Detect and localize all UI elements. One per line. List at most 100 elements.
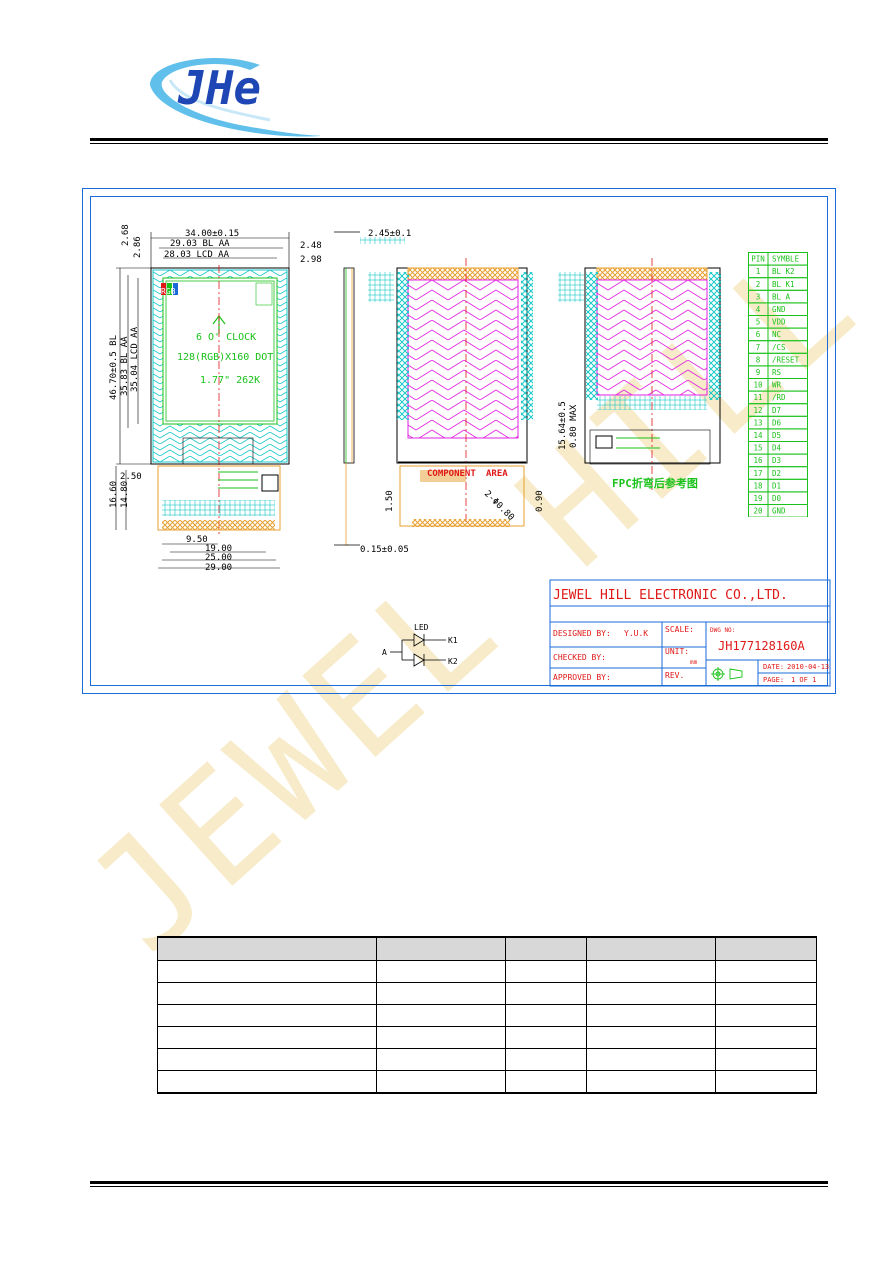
dim-bl-aa-w: 29.03 BL AA [170, 239, 230, 249]
pin-number: 14 [753, 431, 763, 440]
pin-row [748, 504, 808, 517]
pin-symbol: /CS [772, 343, 786, 352]
led-k1-label: K1 [448, 636, 458, 645]
pin-symbol: SYMBLE [772, 255, 800, 264]
pin-number: 7 [756, 343, 761, 352]
table-row [157, 1070, 817, 1094]
dwg-no-label: DWG NO: [710, 627, 735, 634]
header-rule-thin [90, 143, 828, 144]
dim-right-2: 2.98 [300, 255, 322, 265]
rev-label: REV. [665, 671, 684, 680]
pin-symbol: /RESET [772, 355, 800, 364]
front-dimensions [115, 232, 290, 569]
pin-number: 10 [753, 381, 763, 390]
back-view [368, 258, 533, 527]
table-row [157, 1026, 817, 1049]
table-row [157, 1048, 817, 1071]
table-row [157, 960, 817, 983]
dim-fpc-h1: 16.60 [109, 481, 119, 508]
company-logo: JHe [150, 57, 321, 137]
pin-number: 18 [753, 481, 763, 490]
dim-fpc-h2: 14.80 [120, 481, 130, 508]
header-cell [505, 936, 587, 961]
date-value: 2010-04-13 [787, 663, 829, 671]
pin-symbol: D7 [772, 406, 781, 415]
dim-lcd-aa-w: 28.03 LCD AA [164, 250, 230, 260]
dim-pitch-c: 25.00 [205, 553, 232, 563]
resolution-label: 128(RGB)X160 DOT [177, 352, 273, 363]
dim-gap: 0.90 [535, 490, 545, 512]
pin-number: 6 [756, 330, 761, 339]
drawing-frame [82, 188, 836, 694]
pin-number: 8 [756, 355, 761, 364]
pin-number: 2 [756, 280, 761, 289]
pin-number: 19 [753, 494, 762, 503]
approved-by-label: APPROVED BY: [553, 673, 611, 682]
spec-table-header [157, 936, 817, 961]
led-k2-label: K2 [448, 657, 458, 666]
led-a-label: A [382, 648, 387, 657]
header-rule [90, 138, 828, 141]
dim-pitch-d: 29.00 [205, 563, 232, 573]
pin-number: 15 [753, 444, 762, 453]
dim-bend-h: 15.64±0.5 [558, 401, 568, 450]
bent-view [558, 258, 721, 490]
led-schematic [390, 633, 446, 667]
dim-right-1: 2.48 [300, 241, 322, 251]
dim-thickness: 2.45±0.1 [368, 229, 411, 239]
dim-left-2: 2.86 [133, 236, 143, 258]
pin-number: 3 [756, 292, 761, 301]
dim-outline-w: 34.00±0.15 [185, 229, 239, 239]
company-name: JEWEL HILL ELECTRONIC CO.,LTD. [553, 588, 788, 603]
dim-stiff-h: 1.50 [385, 490, 395, 512]
led-label: LED [414, 623, 429, 632]
dwg-no-value: JH177128160A [718, 639, 805, 653]
dim-left-1: 2.68 [121, 224, 131, 246]
dim-holes: 2-Φ0.80 [482, 489, 516, 523]
designed-by-label: DESIGNED BY: [553, 629, 611, 638]
designed-by-value: Y.U.K [624, 629, 648, 638]
table-row [157, 1004, 817, 1027]
logo-text: JHe [177, 61, 261, 115]
pin-symbol: D1 [772, 481, 781, 490]
pin-symbol: BL K1 [772, 280, 795, 289]
pin-symbol: D0 [772, 494, 782, 503]
spec-table [157, 936, 817, 1094]
bend-note: FPC折弯后参考图 [612, 476, 698, 490]
rgb-label: RGB [161, 287, 176, 296]
scale-label: SCALE: [665, 625, 694, 634]
table-row [157, 982, 817, 1005]
component-label: COMPONENT [427, 469, 476, 479]
pin-number: 11 [753, 393, 762, 402]
page-value: 1 OF 1 [791, 676, 816, 684]
front-view: RGB 6 O' CLOCK 128(RGB)X160 DOT 1.77" 26… [150, 265, 290, 535]
pin-number: 4 [756, 305, 761, 314]
pin-number: 1 [756, 267, 761, 276]
pin-number: 5 [756, 318, 761, 327]
header-cell [715, 936, 817, 961]
footer-rule-thin [90, 1186, 828, 1187]
pin-symbol: BL A [772, 292, 791, 301]
pin-number: 9 [756, 368, 761, 377]
pin-number: 12 [753, 406, 762, 415]
dim-bl-aa-h: 35.83 BL AA [120, 336, 130, 396]
dim-pitch-b: 19.00 [205, 544, 232, 554]
pin-symbol: GND [772, 507, 786, 516]
pin-symbol: NC [772, 330, 781, 339]
title-block [549, 579, 831, 687]
dim-lcd-aa-h: 35.04 LCD AA [130, 326, 140, 392]
pin-symbol: VDD [772, 318, 786, 327]
date-label: DATE: [763, 663, 784, 671]
dim-fpc-thick: 0.15±0.05 [360, 545, 409, 555]
side-view [334, 231, 405, 546]
dim-pitch-a: 9.50 [186, 535, 208, 545]
unit-value: mm [690, 659, 698, 666]
pin-symbol: WR [772, 381, 782, 390]
dim-bend-max: 0.80 MAX [569, 404, 579, 448]
page-label: PAGE: [763, 676, 784, 684]
pin-symbol: D5 [772, 431, 781, 440]
pin-symbol: /RD [772, 393, 786, 402]
header-cell [586, 936, 716, 961]
drawing-inner-frame [90, 196, 828, 686]
